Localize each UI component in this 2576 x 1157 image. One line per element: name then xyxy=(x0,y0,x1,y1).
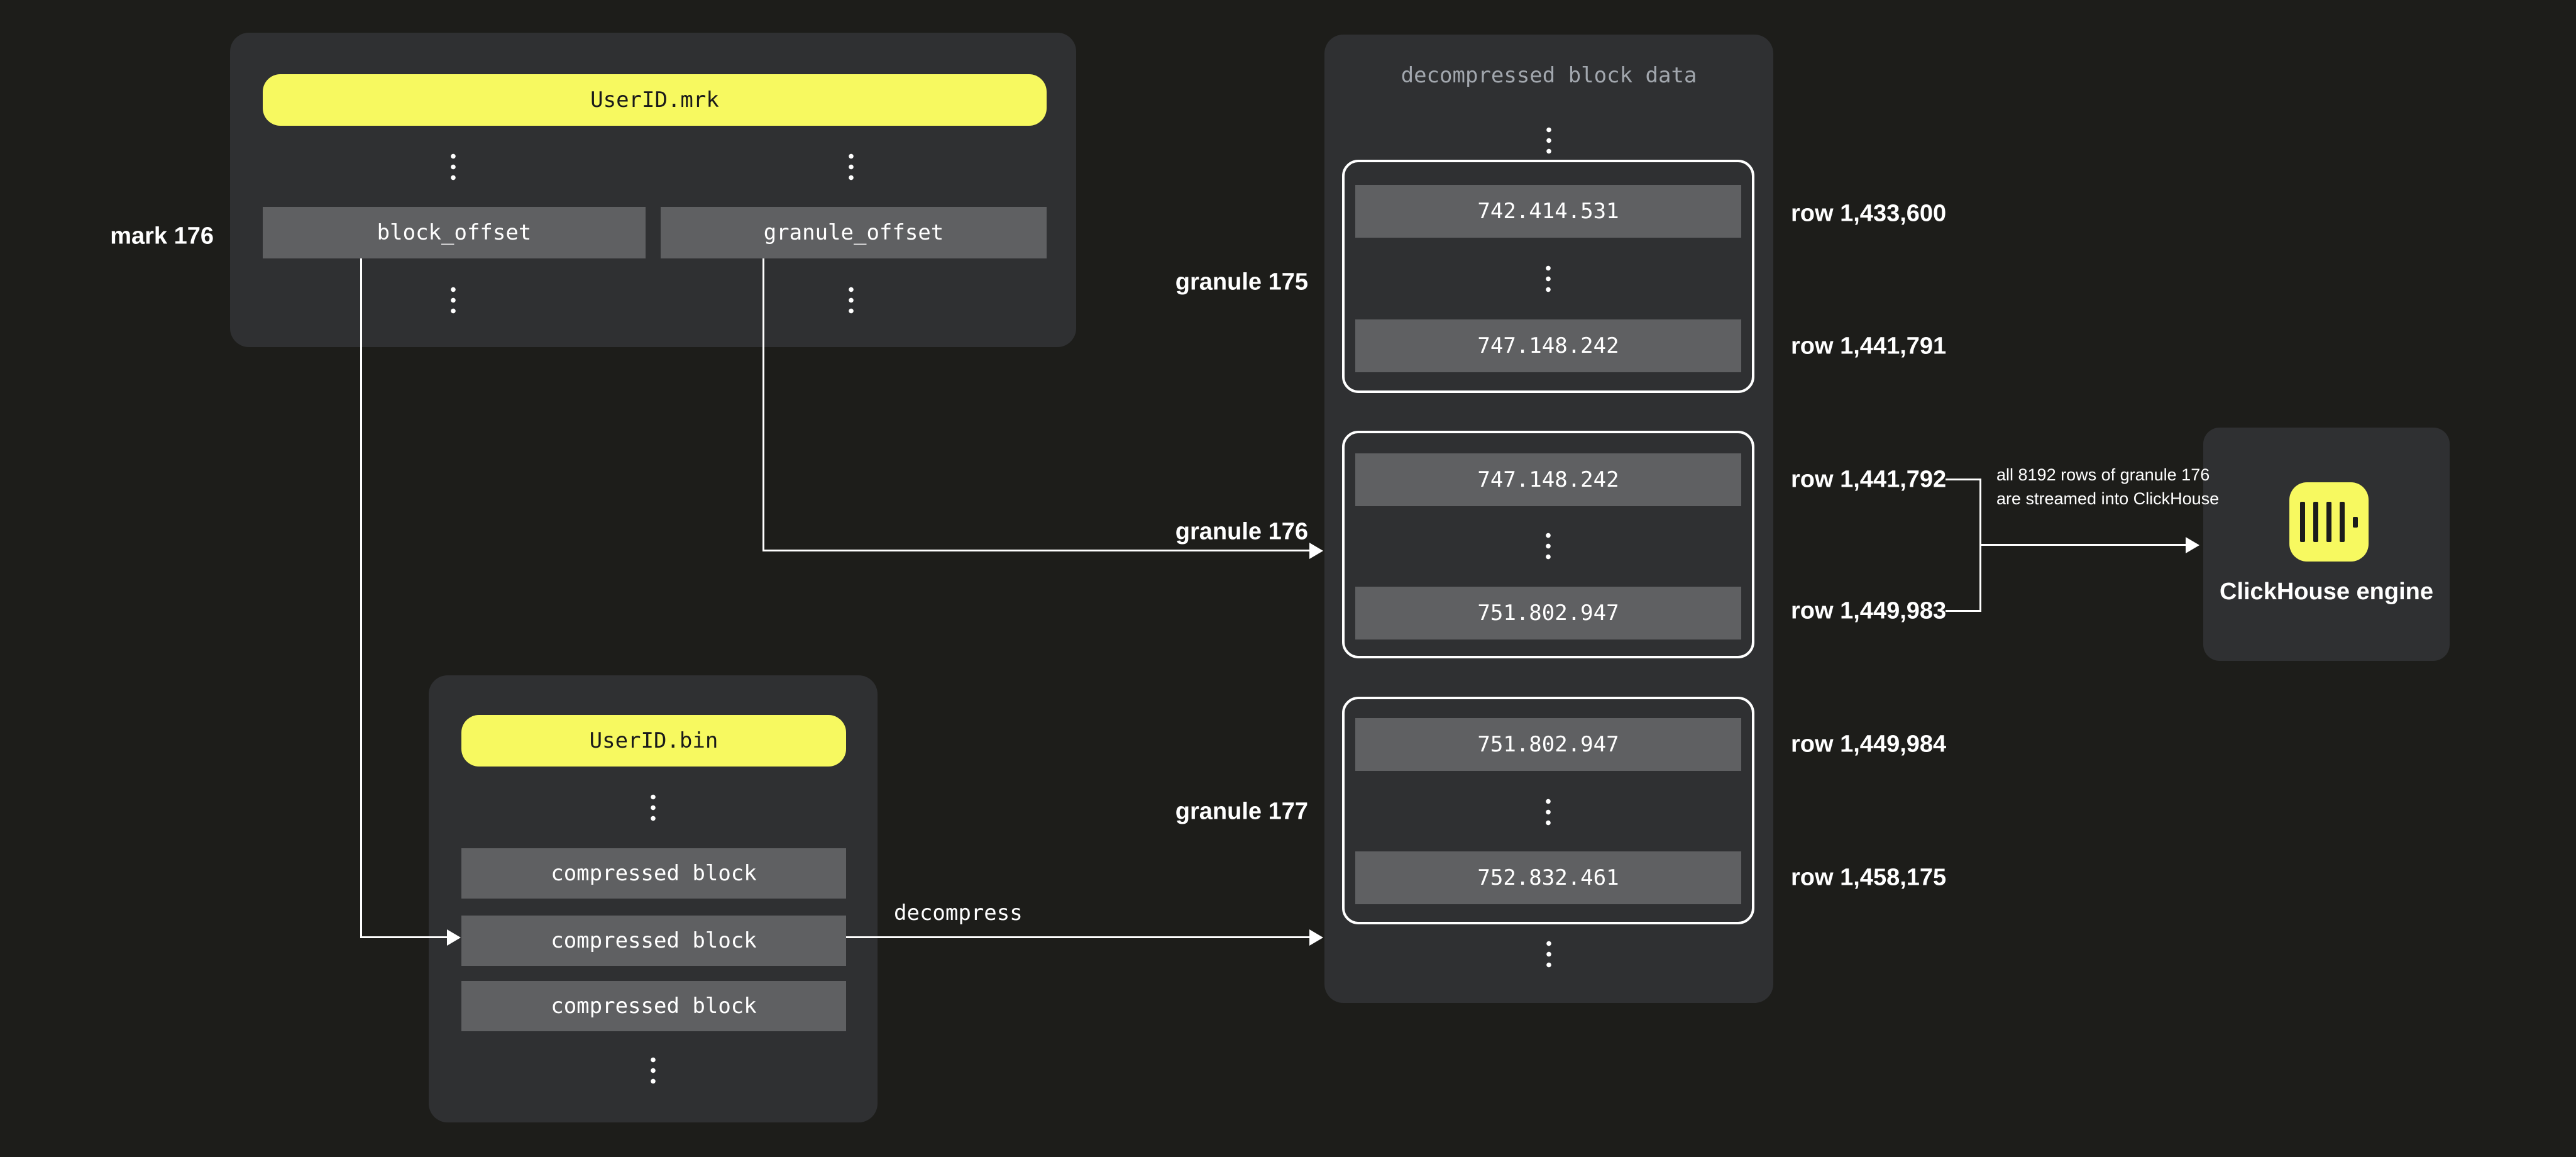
bin-file-panel: UserID.bin compressed block compressed b… xyxy=(429,675,878,1122)
granule-177-last-value-box: 752.832.461 xyxy=(1355,851,1741,904)
compressed-block-1: compressed block xyxy=(461,848,846,899)
granule-offset-field: granule_offset xyxy=(661,207,1047,258)
logo-dot xyxy=(2353,516,2358,528)
granule-175-last-value-box: 747.148.242 xyxy=(1355,319,1741,372)
arrowhead-icon xyxy=(1309,929,1323,946)
decompressed-panel: decompressed block data 742.414.531 747.… xyxy=(1324,35,1773,1003)
row-label-1449983: row 1,449,983 xyxy=(1791,597,1947,624)
block-offset-label: block_offset xyxy=(377,220,532,245)
granule-offset-connector-vline xyxy=(762,258,764,551)
ellipsis-icon xyxy=(651,792,656,822)
stream-annotation: all 8192 rows of granule 176 are streame… xyxy=(1996,465,2220,508)
granule-176-label: granule 176 xyxy=(1175,518,1308,545)
decompressed-panel-title: decompressed block data xyxy=(1401,63,1697,88)
bracket-bottom-hline xyxy=(1946,610,1981,612)
decompress-label: decompress xyxy=(894,900,1023,926)
row-label-1433600: row 1,433,600 xyxy=(1791,200,1947,227)
ellipsis-icon xyxy=(1546,125,1551,155)
granule-175-first-value: 742.414.531 xyxy=(1477,199,1619,224)
compressed-block-3-label: compressed block xyxy=(551,994,757,1019)
granule-176-box: 747.148.242 751.802.947 xyxy=(1342,431,1754,658)
compressed-block-3: compressed block xyxy=(461,981,846,1031)
decompress-connector-hline xyxy=(846,936,1311,938)
granule-177-box: 751.802.947 752.832.461 xyxy=(1342,697,1754,924)
ellipsis-icon xyxy=(1546,938,1551,968)
arrowhead-icon xyxy=(447,929,461,946)
logo-bar xyxy=(2300,502,2305,542)
row-label-1441791: row 1,441,791 xyxy=(1791,333,1947,360)
granule-175-label: granule 175 xyxy=(1175,268,1308,296)
granule-176-first-value: 747.148.242 xyxy=(1477,467,1619,492)
granule-175-first-value-box: 742.414.531 xyxy=(1355,185,1741,238)
granule-176-last-value-box: 751.802.947 xyxy=(1355,587,1741,639)
block-offset-field: block_offset xyxy=(263,207,646,258)
ellipsis-icon xyxy=(451,151,456,181)
mark-file-title-box: UserID.mrk xyxy=(263,74,1047,126)
ellipsis-icon xyxy=(849,284,854,314)
granule-offset-connector-hline xyxy=(762,550,1311,551)
ellipsis-icon xyxy=(849,151,854,181)
granule-177-last-value: 752.832.461 xyxy=(1477,865,1619,890)
compressed-block-2: compressed block xyxy=(461,916,846,966)
clickhouse-logo-icon xyxy=(2289,482,2369,562)
granule-offset-label: granule_offset xyxy=(763,220,944,245)
arrowhead-icon xyxy=(2186,537,2199,553)
granule-176-first-value-box: 747.148.242 xyxy=(1355,453,1741,506)
compressed-block-1-label: compressed block xyxy=(551,861,757,886)
granule-175-box: 742.414.531 747.148.242 xyxy=(1342,160,1754,393)
bracket-top-hline xyxy=(1946,479,1981,480)
ellipsis-icon xyxy=(1546,530,1551,560)
granule-176-last-value: 751.802.947 xyxy=(1477,601,1619,626)
granule-177-first-value-box: 751.802.947 xyxy=(1355,718,1741,771)
bin-file-title-box: UserID.bin xyxy=(461,715,846,767)
logo-bar xyxy=(2326,502,2331,542)
bin-file-title: UserID.bin xyxy=(589,728,718,753)
block-offset-connector-vline xyxy=(360,258,362,938)
ellipsis-icon xyxy=(1546,263,1551,293)
row-label-1441792: row 1,441,792 xyxy=(1791,466,1947,493)
row-label-1449984: row 1,449,984 xyxy=(1791,731,1947,758)
granule-175-last-value: 747.148.242 xyxy=(1477,333,1619,358)
arrowhead-icon xyxy=(1309,543,1323,559)
stream-connector-hline xyxy=(1979,544,2187,546)
mark-file-panel: UserID.mrk block_offset granule_offset xyxy=(230,33,1076,347)
logo-bar xyxy=(2313,502,2318,542)
clickhouse-engine-panel: ClickHouse engine xyxy=(2203,428,2450,661)
compressed-block-2-label: compressed block xyxy=(551,928,757,953)
logo-bar xyxy=(2340,502,2345,542)
ellipsis-icon xyxy=(451,284,456,314)
clickhouse-engine-label: ClickHouse engine xyxy=(2220,578,2433,605)
ellipsis-icon xyxy=(1546,796,1551,826)
ellipsis-icon xyxy=(651,1055,656,1085)
granule-177-label: granule 177 xyxy=(1175,798,1308,825)
mark-176-label: mark 176 xyxy=(110,223,214,250)
granule-177-first-value: 751.802.947 xyxy=(1477,732,1619,757)
row-label-1458175: row 1,458,175 xyxy=(1791,864,1947,891)
mark-file-title: UserID.mrk xyxy=(590,87,719,113)
block-offset-connector-hline xyxy=(360,936,449,938)
